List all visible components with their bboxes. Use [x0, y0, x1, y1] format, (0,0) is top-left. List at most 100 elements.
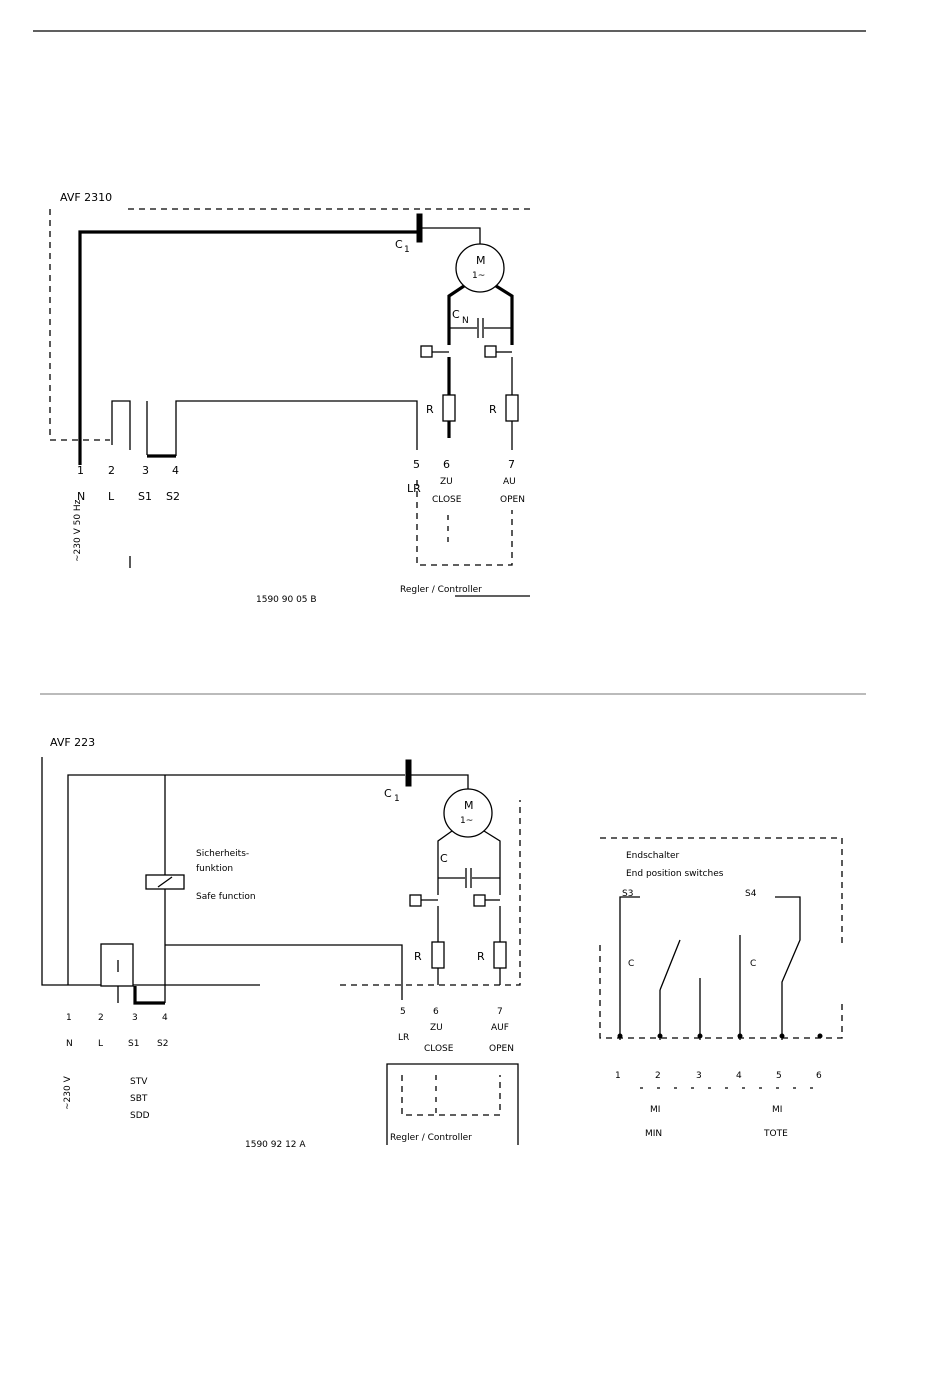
- wiring-diagram-2: AVF 223 C 1 M 1~ C R R: [41, 736, 521, 1150]
- capacitor-cm-label: C: [452, 308, 460, 321]
- winding-right: [483, 830, 501, 895]
- wire-c1-to-motor: [411, 774, 469, 790]
- capacitor-c1-label: C: [395, 238, 403, 251]
- capacitor-c1-sub: 1: [394, 794, 400, 804]
- terminal-6-num: 6: [443, 458, 450, 471]
- group2-bottom-label: TOTE: [763, 1129, 788, 1139]
- resistor-b-label: R: [477, 950, 485, 963]
- diagram1-id: 1590 90 05 B: [256, 595, 317, 605]
- winding-left: [447, 284, 465, 345]
- resistor-a-label: R: [414, 950, 422, 963]
- capacitor-cm-sub: N: [462, 316, 469, 326]
- stv-box: [100, 943, 134, 987]
- terminal-1-sig: N: [66, 1039, 73, 1049]
- controller-frame: [386, 1063, 519, 1145]
- endswitch-terminal-dot-4: [737, 1033, 743, 1039]
- stv-label-line3: SDD: [130, 1111, 150, 1121]
- endswitch-terminal-dot-1: [617, 1033, 623, 1039]
- terminal-3-sig: S1: [128, 1039, 139, 1049]
- wire-n-to-c1: [78, 230, 418, 465]
- terminal-4-sig: S2: [157, 1039, 168, 1049]
- winding-left: [437, 830, 453, 895]
- endswitch-terminal-dot-5: [779, 1033, 785, 1039]
- endswitch-s3-label: S3: [622, 889, 633, 899]
- group1-top-label: MI: [650, 1105, 660, 1115]
- endswitch-s4-label: S4: [745, 889, 757, 899]
- terminal-6-num: 6: [433, 1007, 439, 1017]
- endswitch-title-line1: Endschalter: [626, 851, 680, 861]
- endswitch-terminal-6: 6: [816, 1071, 822, 1081]
- controller-label: Regler / Controller: [390, 1133, 472, 1143]
- diagram1-model-label: AVF 2310: [60, 191, 112, 204]
- endswitch-terminal-2: 2: [655, 1071, 661, 1081]
- terminal-5-sig: LR: [398, 1033, 409, 1043]
- resistor-b: [505, 394, 519, 422]
- terminal-5-sig: LR: [407, 482, 421, 495]
- endswitch-title-line2: End position switches: [626, 869, 724, 879]
- power-supply-label: ~230 V 50 Hz: [73, 499, 83, 562]
- motor-symbol: [455, 243, 505, 293]
- contact-a-label: C: [628, 959, 634, 969]
- diagram2-model-label: AVF 223: [50, 736, 95, 749]
- endswitch-outline-bottom: [599, 945, 843, 1039]
- motor-label: M: [476, 254, 486, 267]
- housing-outline-left: [41, 757, 260, 986]
- group2-top-label: MI: [772, 1105, 782, 1115]
- motor-label: M: [464, 799, 474, 812]
- terminal-7-sig2: OPEN: [489, 1044, 514, 1054]
- motor-sub-label: 1~: [460, 816, 473, 826]
- wire-c1-to-motor: [422, 227, 481, 244]
- terminal-3-num: 3: [142, 464, 149, 477]
- terminal-6-sig2: CLOSE: [424, 1044, 454, 1054]
- wire-s2-to-lr: [165, 944, 403, 1000]
- capacitor-c1-label: C: [384, 787, 392, 800]
- motor-sub-label: 1~: [472, 271, 485, 281]
- endswitch-terminal-1: 1: [615, 1071, 621, 1081]
- limit-switch-open-icon: [473, 894, 486, 907]
- switch-s3-blade: [659, 939, 681, 991]
- capacitor-cm-label: C: [440, 852, 448, 865]
- wire-s2-to-lr: [175, 400, 418, 456]
- terminal-1-num: 1: [77, 464, 84, 477]
- endswitch-terminal-dot-3: [697, 1033, 703, 1039]
- controller-box: [401, 1075, 501, 1116]
- terminal-2-num: 2: [108, 464, 115, 477]
- bridge-s1-s2: [133, 986, 165, 1005]
- controller-box: [416, 480, 513, 566]
- resistor-a: [431, 941, 445, 969]
- terminal-1-num: 1: [66, 1013, 72, 1023]
- endswitch-terminal-dot-2: [657, 1033, 663, 1039]
- wire-n-to-c1: [67, 774, 405, 985]
- wire-terminal-2: [111, 400, 131, 450]
- terminal-6-sig: ZU: [430, 1023, 443, 1033]
- switch-s4-blade: [775, 896, 801, 1040]
- terminal-7-sig: AUF: [491, 1023, 509, 1033]
- capacitor-c1: [405, 759, 412, 787]
- terminal-5-num: 5: [400, 1007, 406, 1017]
- wiring-diagram-1: AVF 2310 C 1 M 1~ C N R R: [49, 191, 530, 605]
- terminal-2-sig: L: [108, 490, 115, 503]
- winding-right: [495, 284, 514, 345]
- terminal-7-sig: AU: [503, 477, 516, 487]
- endswitch-terminal-5: 5: [776, 1071, 782, 1081]
- capacitor-c1: [416, 213, 423, 243]
- terminal-3-num: 3: [132, 1013, 138, 1023]
- stv-label-line1: STV: [130, 1077, 148, 1087]
- terminal-2-sig: L: [98, 1039, 103, 1049]
- terminal-1-sig: N: [77, 490, 85, 503]
- endswitch-terminal-3: 3: [696, 1071, 702, 1081]
- terminal-7-sig2: OPEN: [500, 495, 525, 505]
- relay-label-line3: Safe function: [196, 892, 256, 902]
- housing-outline-left: [49, 209, 110, 441]
- stv-label-line2: SBT: [130, 1094, 148, 1104]
- terminal-7-num: 7: [497, 1007, 503, 1017]
- terminal-6-sig: ZU: [440, 477, 453, 487]
- group1-bottom-label: MIN: [645, 1129, 662, 1139]
- terminal-4-sig: S2: [166, 490, 180, 503]
- endswitch-outline-top: [600, 837, 843, 948]
- terminal-2-num: 2: [98, 1013, 104, 1023]
- terminal-7-num: 7: [508, 458, 515, 471]
- power-supply-label: ~230 V: [63, 1075, 73, 1110]
- limit-switch-close-icon: [409, 894, 422, 907]
